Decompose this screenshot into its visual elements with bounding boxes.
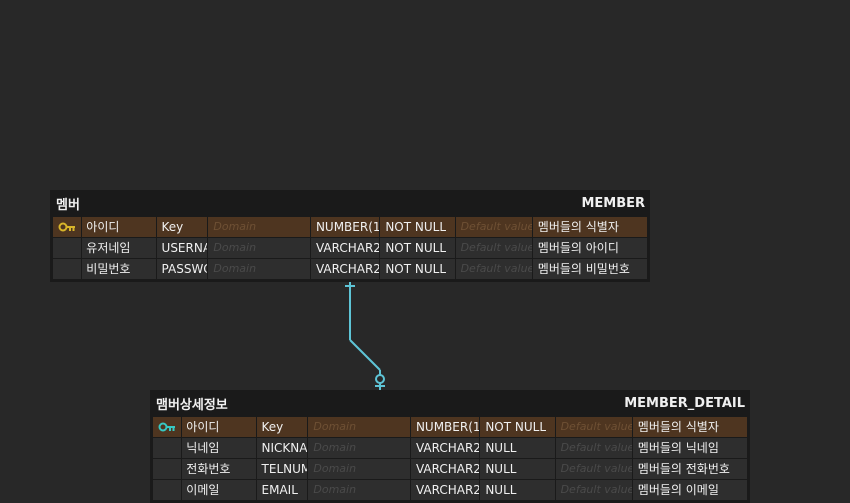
column-physical-name: Key: [256, 417, 308, 437]
table-header: 맴버상세정보 MEMBER_DETAIL: [153, 390, 747, 416]
table-logical-name: 멤버: [56, 197, 80, 213]
column-logical-name: 유저네임: [82, 238, 156, 258]
column-domain: Domain: [208, 238, 310, 258]
column-default-value: Default value: [555, 480, 632, 500]
column-domain: Domain: [208, 217, 310, 237]
table-logical-name: 맴버상세정보: [156, 397, 228, 413]
column-logical-name: 전화번호: [182, 459, 256, 479]
column-physical-name: Key: [156, 217, 208, 237]
table-physical-name: MEMBER_DETAIL: [624, 395, 745, 411]
column-physical-name: TELNUM: [256, 459, 308, 479]
column-nullable: NOT NULL: [480, 417, 555, 437]
column-default-value: Default value: [555, 459, 632, 479]
column-datatype: VARCHAR2(100): [310, 259, 380, 279]
column-domain: Domain: [308, 438, 410, 458]
column-comment: 멤버들의 전화번호: [632, 459, 748, 479]
table-row[interactable]: 전화번호TELNUMDomainVARCHAR2(20)NULLDefault …: [153, 459, 748, 479]
column-datatype: VARCHAR2(100): [410, 438, 480, 458]
column-domain: Domain: [308, 417, 410, 437]
column-default-value: Default value: [555, 417, 632, 437]
column-default-value: Default value: [455, 238, 532, 258]
column-datatype: NUMBER(10): [410, 417, 480, 437]
table-row[interactable]: 비밀번호PASSWORDDomainVARCHAR2(100)NOT NULLD…: [53, 259, 648, 279]
column-physical-name: NICKNAME: [256, 438, 308, 458]
column-domain: Domain: [308, 480, 410, 500]
column-default-value: Default value: [555, 438, 632, 458]
pk-cell: [153, 438, 182, 458]
column-logical-name: 아이디: [82, 217, 156, 237]
table-header: 멤버 MEMBER: [53, 190, 647, 216]
column-comment: 멤버들의 아이디: [532, 238, 648, 258]
table-row[interactable]: 유저네임USERNAMEDomainVARCHAR2(100)NOT NULLD…: [53, 238, 648, 258]
column-nullable: NOT NULL: [380, 238, 455, 258]
column-default-value: Default value: [455, 259, 532, 279]
column-nullable: NULL: [480, 438, 555, 458]
column-domain: Domain: [208, 259, 310, 279]
pk-cell: [153, 417, 182, 437]
pk-cell: [53, 259, 82, 279]
column-comment: 멤버들의 닉네임: [632, 438, 748, 458]
pk-cell: [153, 459, 182, 479]
column-physical-name: USERNAME: [156, 238, 208, 258]
column-nullable: NOT NULL: [380, 217, 455, 237]
pk-cell: [153, 480, 182, 500]
column-datatype: NUMBER(10): [310, 217, 380, 237]
relationship-segment-diagonal: [349, 339, 381, 371]
column-logical-name: 아이디: [182, 417, 256, 437]
column-datatype: VARCHAR2(20): [410, 459, 480, 479]
column-logical-name: 닉네임: [182, 438, 256, 458]
column-datatype: VARCHAR2(20): [410, 480, 480, 500]
column-nullable: NULL: [480, 480, 555, 500]
pk-cell: [53, 238, 82, 258]
column-comment: 멤버들의 식별자: [532, 217, 648, 237]
table-row[interactable]: 닉네임NICKNAMEDomainVARCHAR2(100)NULLDefaul…: [153, 438, 748, 458]
column-logical-name: 비밀번호: [82, 259, 156, 279]
key-icon: [158, 422, 176, 432]
column-comment: 멤버들의 비밀번호: [532, 259, 648, 279]
key-icon: [58, 222, 76, 232]
column-datatype: VARCHAR2(100): [310, 238, 380, 258]
column-logical-name: 이메일: [182, 480, 256, 500]
column-physical-name: EMAIL: [256, 480, 308, 500]
pk-cell: [53, 217, 82, 237]
table-physical-name: MEMBER: [581, 195, 645, 211]
column-domain: Domain: [308, 459, 410, 479]
column-comment: 멤버들의 이메일: [632, 480, 748, 500]
column-nullable: NULL: [480, 459, 555, 479]
column-comment: 멤버들의 식별자: [632, 417, 748, 437]
column-default-value: Default value: [455, 217, 532, 237]
cardinality-zero-circle: [375, 374, 385, 384]
column-physical-name: PASSWORD: [156, 259, 208, 279]
column-nullable: NOT NULL: [380, 259, 455, 279]
